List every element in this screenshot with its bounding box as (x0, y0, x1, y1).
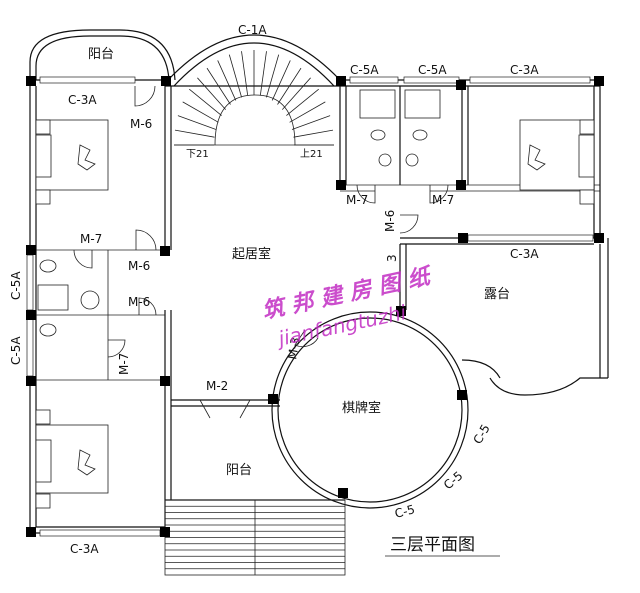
label-c5-3: C-5 (393, 502, 416, 521)
plan-title: 三层平面图 (390, 535, 475, 555)
balcony-bottom (164, 499, 346, 576)
stair-tread (177, 115, 217, 130)
label-m7-3: M-7 (432, 193, 454, 207)
stair-tread (293, 129, 334, 138)
room-terrace: 露台 (484, 287, 510, 302)
stair-tread (174, 129, 215, 138)
columns (26, 76, 604, 537)
doors (73, 85, 449, 419)
stair-tread (228, 54, 242, 98)
label-stairs-up: 上21 (300, 148, 323, 160)
label-m2: M-2 (206, 379, 228, 393)
stair-tread (271, 60, 291, 101)
stair-tread (197, 77, 226, 110)
label-m6-1: M-6 (130, 117, 152, 131)
stair-tread (277, 67, 302, 105)
room-card-room: 棋牌室 (342, 400, 381, 416)
label-m7-vertical: M-7 (117, 353, 131, 375)
label-c5a-left-1: C-5A (9, 271, 23, 300)
watermark: 筑 邦 建 房 图 纸 jianfangtuzhi (260, 263, 436, 352)
bed-top-left (35, 119, 109, 205)
card-room-circle (271, 311, 469, 509)
stair-tread (291, 115, 331, 130)
stair-tread (189, 88, 222, 116)
stair-tread (289, 101, 326, 123)
label-m3-1: M-3 (285, 336, 303, 360)
room-balcony-top: 阳台 (88, 47, 114, 62)
label-c3a-top-right: C-3A (510, 63, 539, 77)
label-m7-2: M-7 (346, 193, 368, 207)
staircase (167, 34, 341, 146)
label-m6-vertical: M-6 (383, 210, 397, 232)
label-c3a-bottom: C-3A (70, 542, 99, 556)
room-balcony-bottom: 阳台 (226, 463, 252, 478)
label-c1a: C-1A (238, 23, 267, 37)
label-c3a-top-left: C-3A (68, 93, 97, 107)
stair-tread (182, 101, 219, 123)
stair-tread (217, 60, 237, 101)
label-m3-2: 3 (385, 254, 399, 262)
stair-tread (282, 77, 311, 110)
bathroom-fixtures (37, 89, 441, 337)
label-m6-3: M-6 (128, 295, 150, 309)
stair-tread (206, 67, 231, 105)
label-m7-1: M-7 (80, 232, 102, 246)
label-c5-2: C-5 (441, 468, 466, 492)
stair-tread (266, 54, 280, 98)
stair-tread (259, 51, 267, 96)
stair-tread (241, 51, 249, 96)
label-c5a-1: C-5A (350, 63, 379, 77)
label-c5-1: C-5 (470, 422, 492, 447)
bed-bottom-left (35, 409, 109, 509)
label-m6-2: M-6 (128, 259, 150, 273)
label-c5a-left-2: C-5A (9, 336, 23, 365)
label-c3a-terrace: C-3A (510, 247, 539, 261)
windows (26, 76, 594, 537)
label-c5a-2: C-5A (418, 63, 447, 77)
stair-tread (286, 88, 319, 116)
bed-right (519, 119, 595, 205)
balcony-top-outline (29, 29, 176, 81)
label-stairs-down: 下21 (186, 149, 209, 160)
room-living: 起居室 (232, 246, 271, 262)
